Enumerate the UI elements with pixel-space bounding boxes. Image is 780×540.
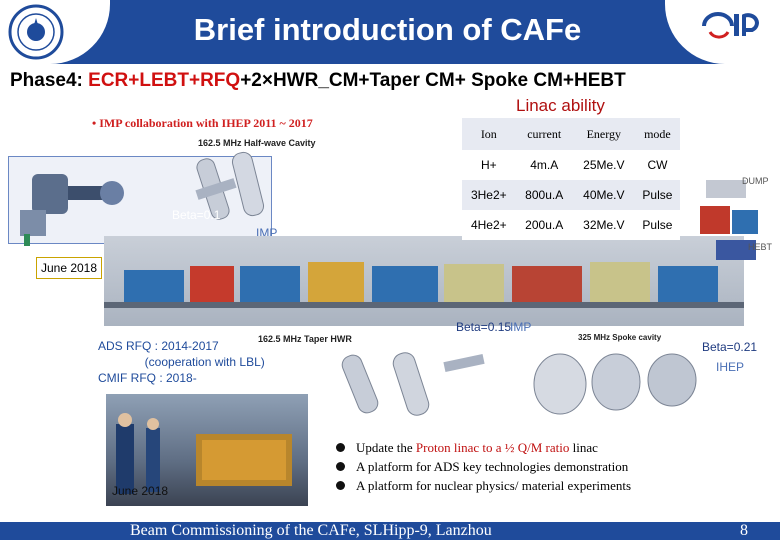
hebt-dump-image (700, 180, 758, 260)
energy-cell: 32Me.V (583, 218, 625, 232)
current-cell: 4m.A (530, 158, 559, 172)
current-cell: 200u.A (525, 218, 564, 232)
rfq-info: ADS RFQ : 2014-2017 (cooperation with LB… (98, 338, 328, 386)
hwr-cavity-label: 162.5 MHz Half-wave Cavity (198, 138, 316, 148)
taper-hwr-image (341, 352, 485, 416)
table-row: H+ 4m.A 25Me.V CW (462, 150, 680, 180)
bullet-text-post: linac (569, 440, 598, 455)
mode-cell: Pulse (642, 218, 673, 232)
bullet-dot-icon (336, 462, 345, 471)
phase-prefix: Phase4: (10, 70, 89, 91)
footer-text: Beam Commissioning of the CAFe, SLHipp-9… (130, 522, 492, 539)
list-item: Update the Proton linac to a ½ Q/M ratio… (334, 438, 631, 457)
rfq-line-3: CMIF RFQ : 2018- (98, 371, 197, 385)
ion-cell: H+ (480, 158, 497, 172)
spoke-cavity-label: 325 MHz Spoke cavity (578, 333, 662, 342)
hwr-cavity-image (195, 158, 237, 220)
linac-ability-table: Ion current Energy mode H+ 4m.A 25Me.V C… (462, 118, 680, 240)
dump-label: DUMP (742, 176, 769, 186)
collaboration-text: IMP collaboration with IHEP 2011 ~ 2017 (99, 116, 313, 130)
phase-heading: Phase4: ECR+LEBT+RFQ+2×HWR_CM+Taper CM+ … (10, 70, 626, 92)
bullet-text-pre: A platform for nuclear physics/ material… (356, 478, 632, 493)
table-row: 4He2+ 200u.A 32Me.V Pulse (462, 210, 680, 240)
bullet-list: Update the Proton linac to a ½ Q/M ratio… (334, 438, 631, 495)
slide-title: Brief introduction of CAFe (193, 12, 582, 47)
collaboration-bullet: • IMP collaboration with IHEP 2011 ~ 201… (92, 116, 313, 130)
mode-cell: CW (647, 158, 668, 172)
ecr-source-image (20, 174, 124, 246)
list-item: A platform for nuclear physics/ material… (334, 476, 631, 495)
linac-ability-title: Linac ability (516, 96, 605, 115)
imp-cip-logo-icon (694, 8, 774, 60)
list-item: A platform for ADS key technologies demo… (334, 457, 631, 476)
phase-red-part: ECR+LEBT+RFQ (88, 70, 241, 91)
mode-cell: Pulse (634, 180, 680, 210)
beta-0-15-label: Beta=0.15 (456, 320, 512, 334)
beta-0-1-label: Beta=0.1 (172, 208, 221, 222)
table-header-row: Ion current Energy mode (462, 118, 680, 150)
bullet-text-red: Proton linac to a ½ Q/M ratio (415, 440, 570, 455)
rfq-line-1: ADS RFQ : 2014-2017 (98, 339, 219, 353)
rfq-photo-graphic (116, 413, 292, 494)
energy-cell: 40Me.V (572, 180, 635, 210)
page-number: 8 (740, 522, 748, 539)
ion-cell: 3He2+ (462, 180, 516, 210)
footer-bar (0, 522, 780, 540)
june-2018-badge: June 2018 (36, 257, 102, 279)
energy-cell: 25Me.V (583, 158, 625, 172)
ihep-label: IHEP (716, 360, 745, 374)
bullet-dot-icon (336, 443, 345, 452)
taper-hwr-label: 162.5 MHz Taper HWR (258, 334, 352, 344)
table-row: 3He2+ 800u.A 40Me.V Pulse (462, 180, 680, 210)
phase-suffix: +2×HWR_CM+Taper CM+ Spoke CM+HEBT (240, 70, 626, 91)
current-cell: 800u.A (515, 180, 573, 210)
beta-0-21-label: Beta=0.21 (702, 340, 758, 354)
bullet-dot-icon (336, 481, 345, 490)
bullet-text-pre: Update the (356, 440, 416, 455)
spoke-cavity-image (533, 353, 697, 415)
june-2018-photo-label: June 2018 (112, 484, 169, 498)
header-mode: mode (634, 118, 680, 150)
linac-modules-image (104, 262, 744, 308)
bullet-text-pre: A platform for ADS key technologies demo… (356, 459, 629, 474)
rfq-line-2: (cooperation with LBL) (98, 355, 265, 369)
imp-label-2: IMP (510, 320, 532, 334)
hwr-cavity-image-2 (231, 151, 265, 217)
header-current: current (515, 118, 573, 150)
header-energy: Energy (572, 118, 635, 150)
hebt-label: HEBT (748, 242, 773, 252)
header-ion: Ion (462, 118, 516, 150)
ion-cell: 4He2+ (470, 218, 507, 232)
rfq-photo (106, 394, 308, 506)
university-seal-icon (8, 4, 64, 60)
